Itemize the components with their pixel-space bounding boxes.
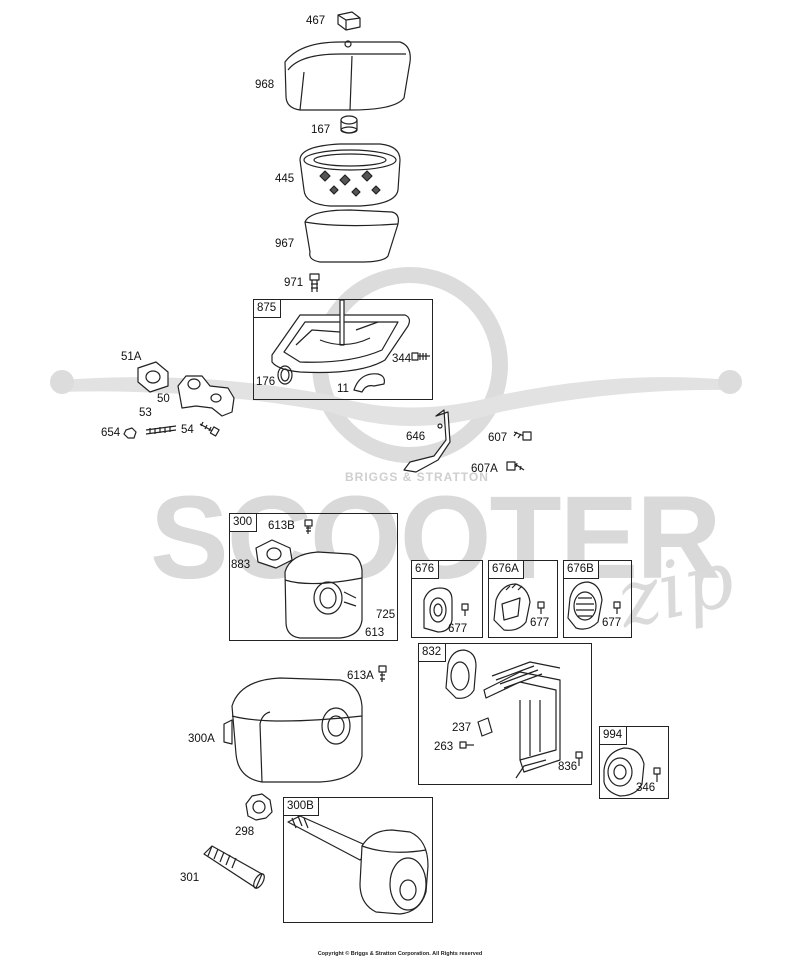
- box-994: 994: [599, 726, 669, 799]
- label-176: 176: [256, 376, 276, 388]
- part-51a-gasket: [137, 361, 169, 393]
- part-836-screw: [575, 751, 583, 766]
- part-263-screw: [459, 741, 474, 749]
- part-676b-guard: [567, 581, 603, 630]
- label-967: 967: [275, 238, 295, 250]
- watermark-main-text: SCOOTER: [150, 472, 721, 604]
- label-11: 11: [337, 383, 349, 395]
- label-54: 54: [181, 424, 194, 436]
- part-967-precleaner: [304, 209, 399, 263]
- box-676a: 676A: [488, 560, 558, 638]
- label-237: 237: [452, 722, 472, 734]
- box-300: 300: [229, 513, 398, 641]
- label-263: 263: [434, 741, 454, 753]
- label-300a: 300A: [188, 733, 215, 745]
- part-994-deflector: [603, 747, 645, 797]
- part-968-cover: [284, 40, 411, 111]
- part-298-washer: [245, 793, 273, 821]
- label-607a: 607A: [471, 463, 498, 475]
- part-832-shield: [445, 649, 561, 779]
- part-646-bracket: [403, 409, 451, 473]
- part-11-tube: [353, 373, 385, 393]
- box-832-number: 832: [419, 644, 447, 662]
- part-613b-screw: [304, 519, 313, 534]
- box-994-number: 994: [600, 727, 628, 745]
- box-875: 875: [253, 299, 433, 400]
- part-346-screw: [653, 767, 661, 782]
- box-300-number: 300: [230, 514, 258, 532]
- part-676a-guard: [493, 583, 531, 631]
- label-677-c: 677: [602, 617, 622, 629]
- label-51a: 51A: [121, 351, 142, 363]
- label-677-a: 677: [448, 623, 468, 635]
- label-167: 167: [311, 124, 331, 136]
- part-613a-screw: [378, 665, 387, 682]
- part-53-stud: [145, 425, 177, 435]
- label-445: 445: [275, 173, 295, 185]
- box-300b: 300B: [283, 797, 433, 923]
- label-298: 298: [235, 826, 255, 838]
- label-50: 50: [157, 393, 170, 405]
- part-676-guard: [423, 587, 453, 633]
- label-971: 971: [284, 277, 304, 289]
- part-167-grommet: [340, 115, 358, 134]
- label-883: 883: [231, 559, 251, 571]
- box-676: 676: [411, 560, 483, 638]
- part-300a-muffler: [223, 677, 363, 783]
- box-300b-number: 300B: [284, 798, 319, 816]
- label-677-b: 677: [530, 617, 550, 629]
- label-646: 646: [406, 431, 426, 443]
- label-346: 346: [636, 782, 656, 794]
- part-237-clip: [477, 717, 493, 737]
- part-607-screw: [513, 431, 532, 441]
- copyright-notice: Copyright © Briggs & Stratton Corporatio…: [317, 951, 483, 957]
- part-50-elbow: [177, 375, 235, 417]
- part-344-screw: [411, 352, 430, 361]
- label-467: 467: [306, 15, 326, 27]
- part-607a-screw: [506, 461, 525, 471]
- watermark-brand: BRIGGS & STRATTON: [345, 470, 489, 484]
- label-725: 725: [376, 609, 396, 621]
- part-445-filter: [299, 143, 401, 207]
- label-968: 968: [255, 79, 275, 91]
- part-176-oring: [277, 365, 293, 385]
- box-832: 832: [418, 643, 592, 785]
- part-677-screw-b: [537, 601, 545, 614]
- part-300-muffler: [284, 551, 363, 639]
- label-613b: 613B: [268, 520, 295, 532]
- part-467-knob: [337, 11, 361, 31]
- label-607: 607: [488, 432, 508, 444]
- label-301: 301: [180, 872, 200, 884]
- label-654: 654: [101, 427, 121, 439]
- part-677-screw-a: [461, 603, 469, 616]
- part-654-nut: [123, 427, 137, 439]
- part-54-screw: [199, 421, 220, 437]
- label-613: 613: [365, 627, 385, 639]
- part-301-nipple: [203, 845, 265, 889]
- label-613a: 613A: [347, 670, 374, 682]
- label-344: 344: [392, 353, 412, 365]
- label-53: 53: [139, 407, 152, 419]
- box-676a-number: 676A: [489, 561, 524, 579]
- part-875-base: [271, 299, 411, 374]
- part-300b-arrester: [287, 815, 429, 915]
- box-676-number: 676: [412, 561, 440, 579]
- box-676b-number: 676B: [564, 561, 599, 579]
- part-677-screw-c: [613, 601, 621, 614]
- box-875-number: 875: [254, 300, 282, 318]
- box-676b: 676B: [563, 560, 632, 638]
- label-836: 836: [558, 761, 578, 773]
- part-971-screw: [309, 273, 320, 292]
